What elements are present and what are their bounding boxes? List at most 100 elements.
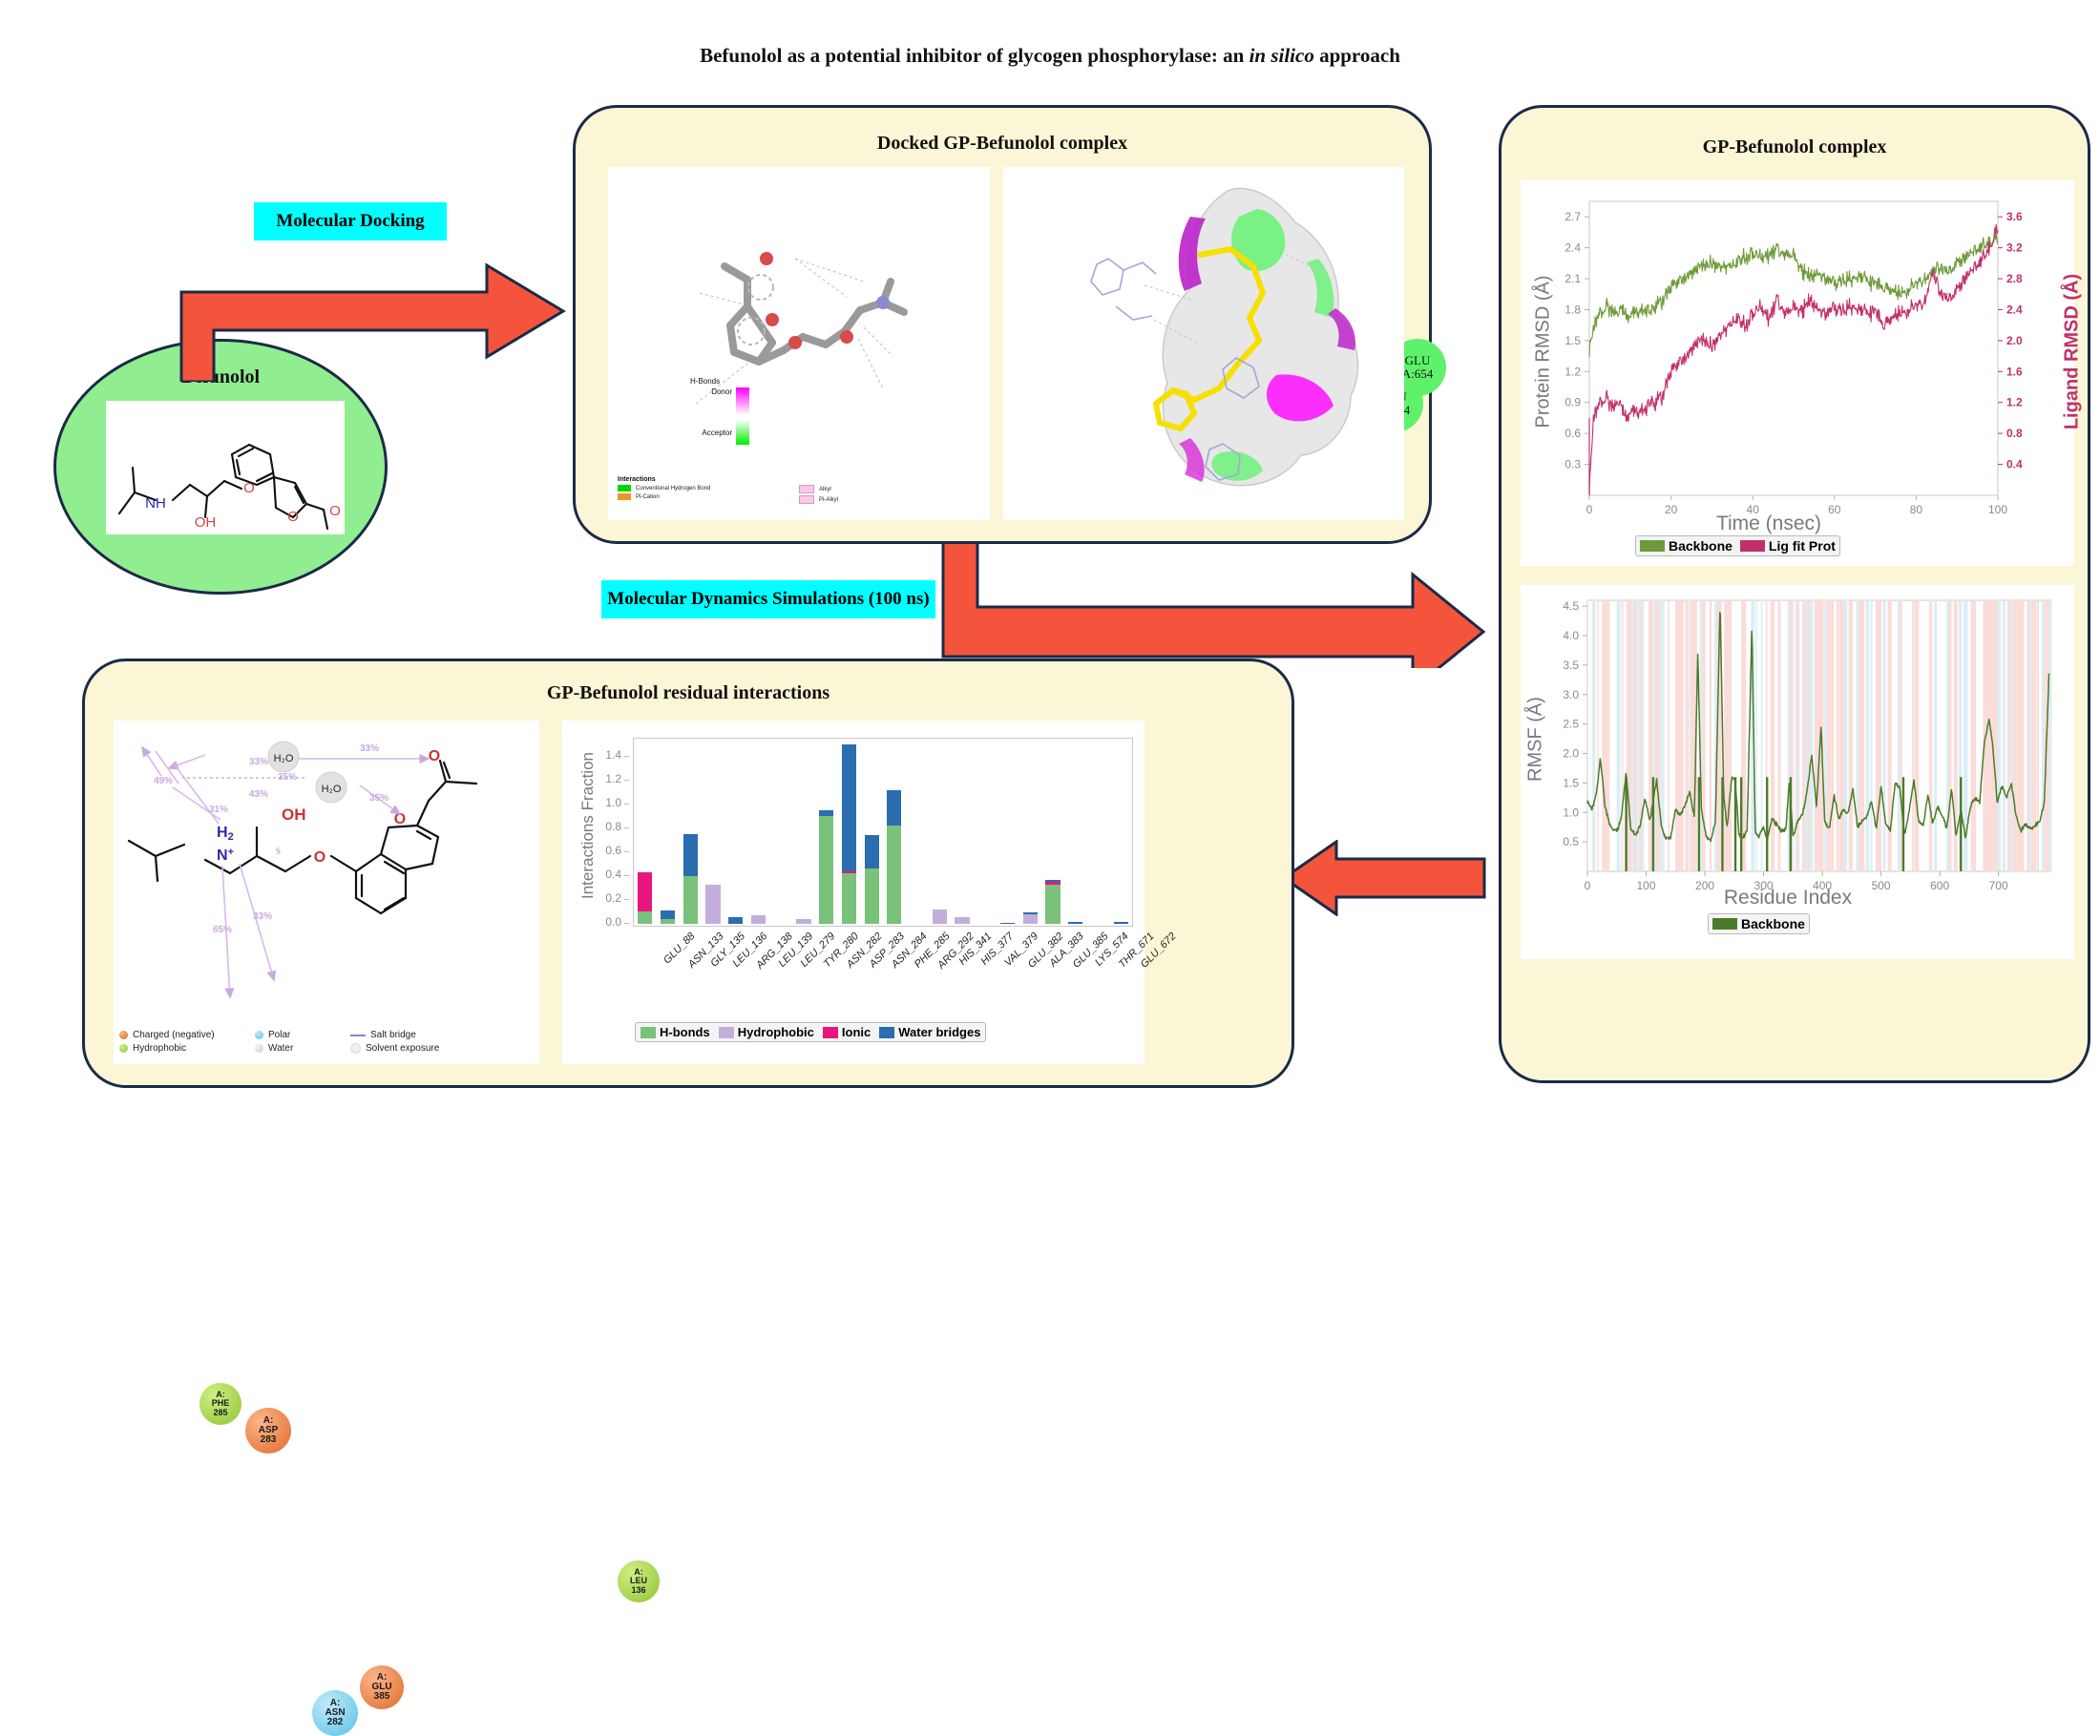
svg-text:2.8: 2.8 [2006, 272, 2023, 285]
pct-33a: 33% [360, 743, 379, 754]
svg-text:1.5: 1.5 [1563, 776, 1579, 789]
legend-label-solvent: Solvent exposure [366, 1043, 440, 1054]
bar-y-tick: 0.0 [605, 915, 621, 929]
bar-group [638, 739, 653, 924]
bar-segment [1068, 921, 1083, 924]
bar-segment [819, 810, 834, 817]
molecular-docking-arrow [172, 258, 573, 384]
legend-title: Interactions [618, 476, 656, 483]
pct-31: 31% [209, 805, 228, 815]
bar-group [728, 739, 744, 924]
atom-carbonyl-o: O [329, 503, 341, 519]
svg-text:1.2: 1.2 [2006, 396, 2023, 409]
lig-atom-carbonyl-o: O [429, 748, 440, 764]
page-title: Befunolol as a potential inhibitor of gl… [0, 44, 2100, 68]
bar-group [887, 739, 902, 924]
bar-segment [864, 835, 879, 869]
svg-text:2.4: 2.4 [2006, 303, 2023, 316]
legend-label-hbond: Conventional Hydrogen Bond [636, 485, 711, 492]
hbond-colorbar-legend: H-Bonds Donor Acceptor [690, 377, 795, 445]
svg-text:300: 300 [1754, 879, 1774, 892]
pct-35b: 35% [369, 793, 388, 804]
lig-res-chain: A: [216, 1390, 225, 1400]
svg-text:1.6: 1.6 [2006, 365, 2023, 378]
lig-res-label: ASN [325, 1706, 346, 1718]
bar-y-tick: 0.6 [605, 843, 621, 857]
legend-dot-solvent [350, 1043, 361, 1054]
svg-text:2.4: 2.4 [1564, 241, 1581, 255]
svg-text:0: 0 [1585, 879, 1591, 892]
rmsd-chart: Protein RMSD (Å) Ligand RMSD (Å) Time (n… [1521, 180, 2083, 566]
bar-segment [955, 916, 970, 924]
svg-text:0.9: 0.9 [1564, 396, 1581, 409]
legend-label-ligfit: Lig fit Prot [1768, 538, 1836, 554]
svg-text:0: 0 [1586, 503, 1593, 516]
bar-segment [1113, 921, 1128, 924]
lig-res-label: LEU [630, 1576, 647, 1586]
legend-swatch-rmsf-backbone [1712, 918, 1737, 930]
title-before: Befunolol as a potential inhibitor of gl… [700, 44, 1250, 67]
bar-segment [887, 826, 902, 924]
bar-segment [660, 910, 676, 919]
svg-text:3.0: 3.0 [1563, 688, 1579, 701]
atom-oh: OH [195, 514, 217, 531]
svg-text:2.0: 2.0 [2006, 334, 2023, 347]
legend-label-ionic: Ionic [841, 1025, 872, 1039]
legend-swatch-hbonds [640, 1026, 656, 1038]
lig-res-num: 285 [213, 1407, 228, 1417]
panel-docked-title: Docked GP-Befunolol complex [876, 133, 1128, 154]
lig-res-chain: A: [329, 1697, 341, 1708]
legend-label-pialkyl: Pi-Alkyl [819, 496, 839, 503]
pct-43: 43% [249, 789, 268, 800]
legend-label-polar: Polar [268, 1030, 291, 1040]
bar-group [1113, 739, 1128, 924]
bar-segment [841, 870, 856, 874]
legend-label-hydrophobic: Hydrophobic [737, 1025, 814, 1039]
bar-group [660, 739, 676, 924]
bar-group [1022, 739, 1038, 924]
legend-swatch-hbond [618, 485, 631, 492]
bar-segment [932, 909, 947, 924]
bar-group [999, 739, 1016, 924]
lig-atom-oh: OH [282, 805, 306, 824]
bar-segment [638, 911, 653, 924]
legend-dot-charged [119, 1031, 128, 1039]
water-1: H₂O [274, 753, 294, 764]
bar-group [841, 739, 856, 924]
atom-furan-o: O [287, 509, 299, 525]
svg-text:0.8: 0.8 [2006, 427, 2023, 440]
bar-group [774, 739, 788, 924]
bar-segment [1022, 914, 1038, 924]
svg-text:60: 60 [1828, 503, 1841, 516]
hbond-acceptor-label: Acceptor [702, 429, 732, 437]
legend-label-backbone: Backbone [1669, 538, 1732, 554]
docking-2d-diagram [608, 167, 990, 520]
legend-label-waterbridges: Water bridges [898, 1025, 981, 1039]
bar-plot-area [633, 738, 1133, 927]
bar-segment [841, 744, 856, 871]
svg-text:2.1: 2.1 [1564, 272, 1581, 285]
svg-text:20: 20 [1665, 503, 1678, 516]
svg-text:400: 400 [1813, 879, 1832, 892]
svg-text:1.2: 1.2 [1564, 365, 1581, 378]
bar-segment [682, 875, 698, 924]
panel-gp-complex: GP-Befunolol complex Protein RMSD (Å) Li… [1499, 105, 2090, 1083]
lig-residue-phe285: A: PHE 285 [200, 1383, 242, 1425]
bar-group [705, 739, 721, 924]
befunolol-structure: NH OH O O O [106, 401, 345, 534]
atom-nh: NH [145, 495, 166, 512]
bar-segment [1022, 911, 1038, 914]
dock-res-chain: A:654 [1401, 366, 1434, 381]
bar-segment [999, 922, 1016, 924]
bar-y-tick: 1.4 [605, 747, 621, 762]
rmsf-legend: Backbone [1708, 913, 1810, 934]
bar-segment [638, 872, 653, 912]
legend-label-saltbridge: Salt bridge [370, 1030, 416, 1040]
lig-res-chain: A: [634, 1567, 643, 1578]
legend-label-water: Water [268, 1043, 294, 1054]
legend-label-rmsf-backbone: Backbone [1741, 916, 1805, 931]
bar-y-tick: 0.8 [605, 819, 621, 833]
svg-text:0.3: 0.3 [1564, 458, 1581, 471]
svg-text:4.5: 4.5 [1563, 599, 1579, 613]
lig-residue-leu136: A: LEU 136 [618, 1560, 660, 1602]
